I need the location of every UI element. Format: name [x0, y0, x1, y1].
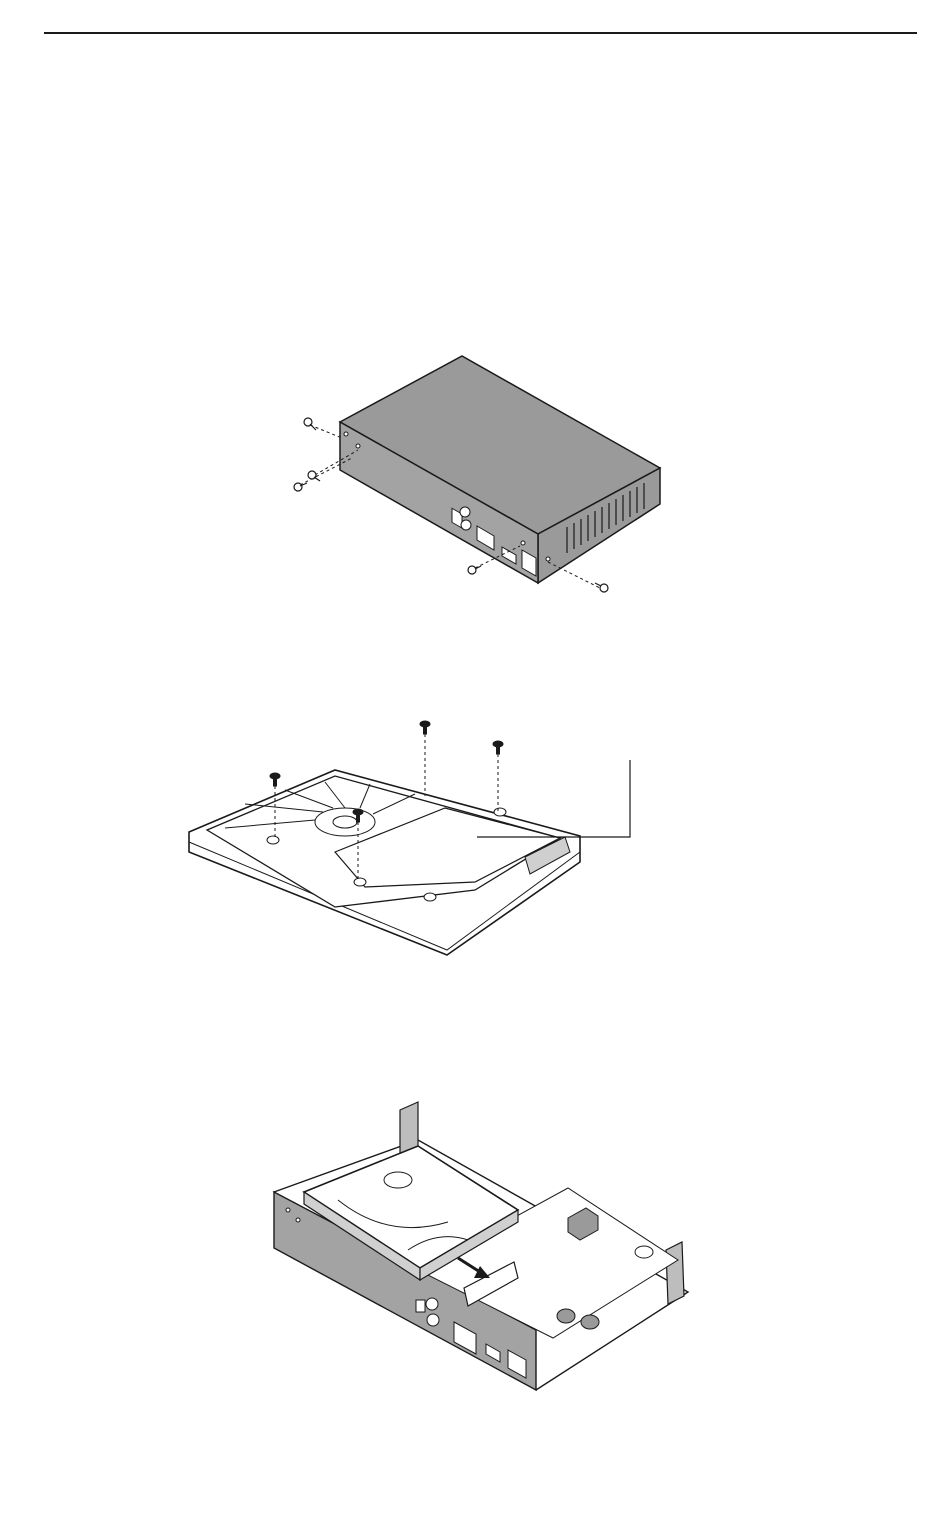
- header-rule: [44, 32, 917, 34]
- figure-enclosure: [280, 350, 680, 600]
- figure-hdd-bracket: [185, 712, 645, 972]
- hard-drive-bracket-icon: [185, 712, 645, 972]
- figure-chassis: [268, 1100, 698, 1400]
- chassis-with-hard-drive-icon: [268, 1100, 698, 1400]
- enclosure-with-screws-icon: [280, 350, 680, 600]
